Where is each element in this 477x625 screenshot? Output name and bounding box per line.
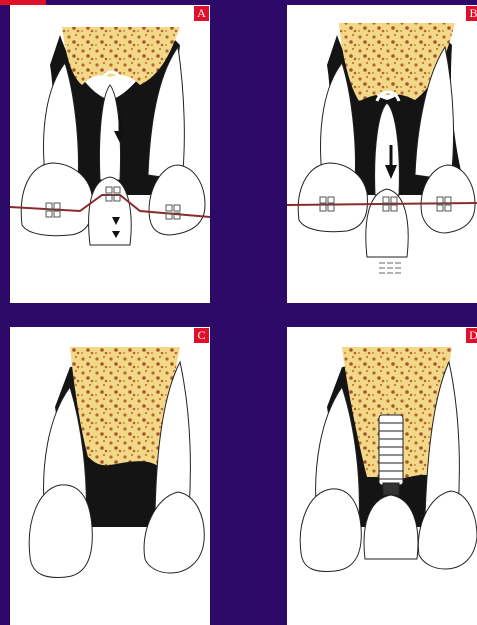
panel-a-illustration — [10, 5, 210, 303]
panel-a-label: A — [194, 6, 209, 21]
panel-c-label: C — [194, 328, 209, 343]
panel-d-illustration — [287, 327, 477, 625]
panel-a: A — [10, 5, 210, 303]
panel-d-label: D — [466, 328, 477, 343]
panel-b-label: B — [466, 6, 477, 21]
panel-b: B — [287, 5, 477, 303]
panel-b-illustration — [287, 5, 477, 303]
panel-c: C — [10, 327, 210, 625]
panel-d: D — [287, 327, 477, 625]
panel-c-illustration — [10, 327, 210, 625]
implant-icon — [379, 415, 403, 495]
